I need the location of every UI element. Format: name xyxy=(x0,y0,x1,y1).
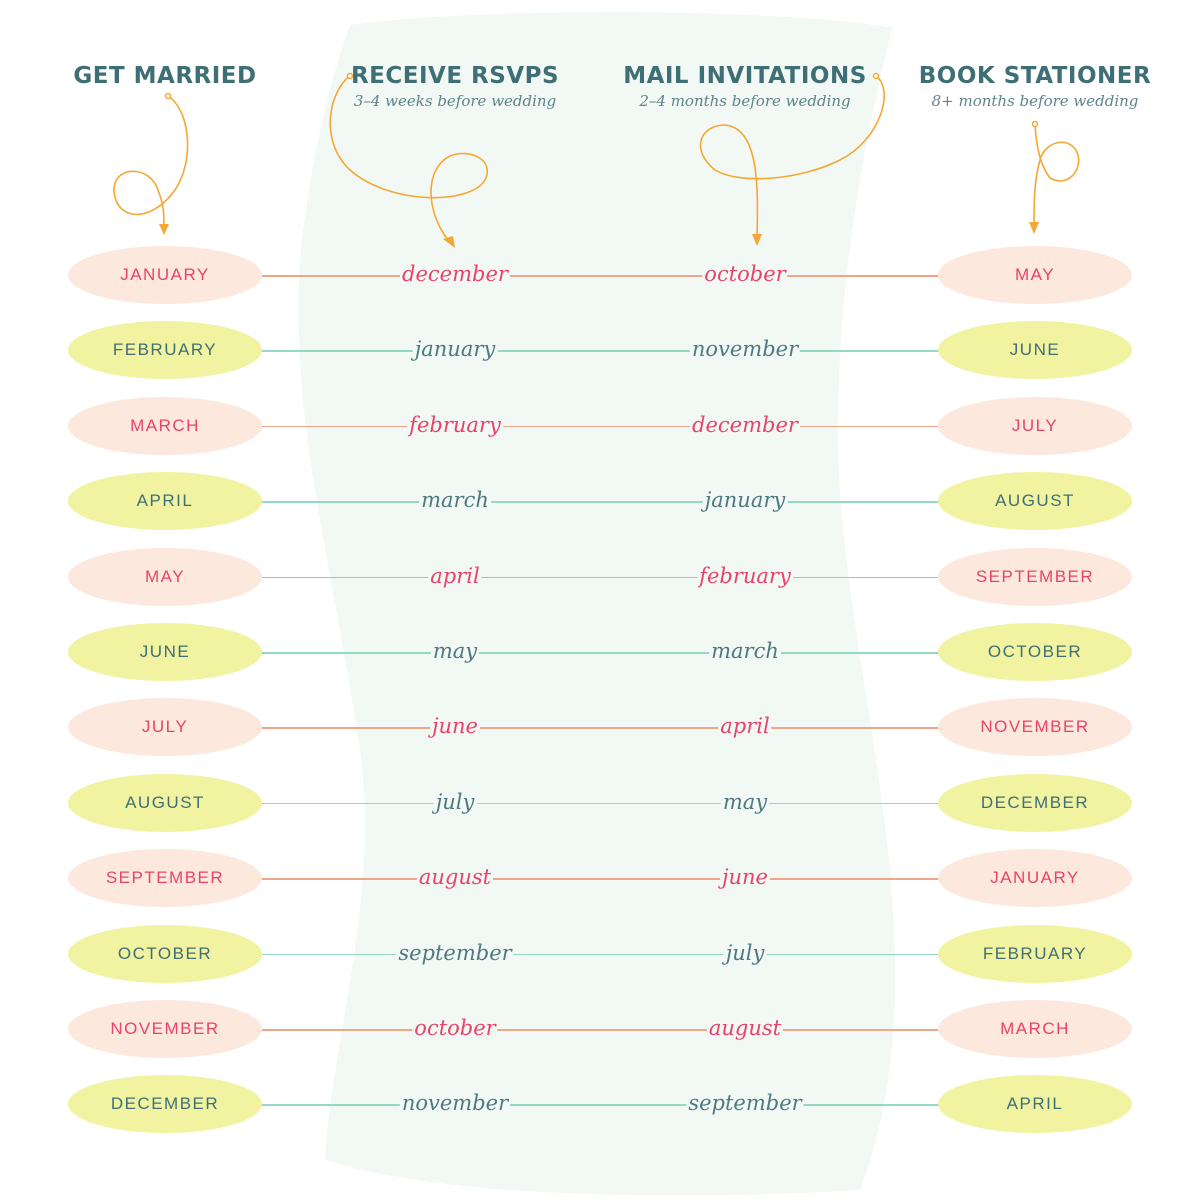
wedding-month: DECEMBER xyxy=(68,1075,262,1134)
header-title: GET MARRIED xyxy=(73,63,257,89)
rsvp-month: may xyxy=(430,637,480,665)
book-month: NOVEMBER xyxy=(938,698,1132,757)
timeline-row: NOVEMBER october august MARCH xyxy=(0,999,1200,1059)
mail-month: january xyxy=(702,486,788,515)
book-month: SEPTEMBER xyxy=(938,547,1132,606)
timeline-row: MAY april february SEPTEMBER xyxy=(0,547,1200,607)
arrow-start-dot xyxy=(1031,120,1039,128)
wedding-month: MAY xyxy=(68,547,262,606)
rsvp-month: july xyxy=(433,787,477,816)
connector-line xyxy=(228,350,972,352)
mail-month: february xyxy=(697,561,793,590)
header-book-stationer: BOOK STATIONER 8+ months before wedding xyxy=(885,61,1185,111)
timeline-row: JUNE may march OCTOBER xyxy=(0,622,1200,682)
arrowhead-icon xyxy=(443,236,455,248)
wedding-month: NOVEMBER xyxy=(68,1000,262,1058)
connector-line xyxy=(228,425,972,428)
wedding-month: MARCH xyxy=(68,396,262,455)
connector-line xyxy=(228,1029,972,1031)
rsvp-month: october xyxy=(412,1014,498,1042)
header-subtitle: 3–4 weeks before wedding xyxy=(353,92,557,110)
rsvp-month: august xyxy=(416,863,494,892)
book-month: JUNE xyxy=(938,321,1132,380)
wedding-month: AUGUST xyxy=(68,773,262,832)
book-month: DECEMBER xyxy=(938,773,1132,832)
rsvp-month: february xyxy=(407,410,503,439)
connector-line xyxy=(228,878,972,880)
curly-arrow-stationer xyxy=(1033,123,1080,226)
curly-arrow-mail xyxy=(699,75,885,239)
wedding-month: OCTOBER xyxy=(68,924,262,983)
header-title: BOOK STATIONER xyxy=(918,63,1152,89)
header-subtitle: 2–4 months before wedding xyxy=(639,92,851,110)
timeline-row: FEBRUARY january november JUNE xyxy=(0,320,1200,380)
curly-arrow-get-married xyxy=(113,95,189,229)
book-month: MARCH xyxy=(938,1000,1132,1058)
arrowhead-icon xyxy=(752,234,762,246)
rsvp-month: june xyxy=(430,712,480,741)
mail-month: august xyxy=(706,1014,784,1042)
timeline-row: SEPTEMBER august june JANUARY xyxy=(0,848,1200,908)
connector-line xyxy=(228,275,972,277)
connector-line xyxy=(228,652,972,654)
rsvp-month: march xyxy=(419,486,491,515)
header-mail-invitations: MAIL INVITATIONS 2–4 months before weddi… xyxy=(595,61,895,111)
wedding-month: SEPTEMBER xyxy=(68,849,262,908)
arrow-start-dot xyxy=(346,72,354,80)
timeline-row: OCTOBER september july FEBRUARY xyxy=(0,924,1200,984)
header-subtitle: 8+ months before wedding xyxy=(931,92,1139,110)
connector-line xyxy=(228,576,972,579)
book-month: OCTOBER xyxy=(938,623,1132,681)
connector-line xyxy=(228,501,972,503)
mail-month: july xyxy=(723,938,767,967)
book-month: JULY xyxy=(938,396,1132,455)
wedding-month: JANUARY xyxy=(68,246,262,304)
rsvp-month: november xyxy=(399,1089,511,1118)
wedding-month: FEBRUARY xyxy=(68,321,262,380)
mail-month: june xyxy=(720,863,770,892)
mail-month: december xyxy=(690,410,800,439)
arrow-start-dot xyxy=(164,92,172,100)
background-band xyxy=(298,12,896,1196)
mail-month: may xyxy=(720,787,770,816)
rsvp-month: september xyxy=(396,938,514,967)
connector-line xyxy=(228,727,972,729)
arrowhead-icon xyxy=(159,224,169,235)
connector-line xyxy=(228,802,972,805)
book-month: AUGUST xyxy=(938,472,1132,531)
timeline-row: JANUARY december october MAY xyxy=(0,245,1200,305)
mail-month: march xyxy=(709,637,781,665)
timeline-row: DECEMBER november september APRIL xyxy=(0,1074,1200,1134)
mail-month: september xyxy=(686,1089,804,1118)
wedding-month: JULY xyxy=(68,698,262,757)
connector-line xyxy=(228,1104,972,1106)
book-month: APRIL xyxy=(938,1075,1132,1134)
rsvp-month: january xyxy=(412,335,498,364)
rsvp-month: april xyxy=(428,561,482,590)
book-month: MAY xyxy=(938,246,1132,304)
timeline-row: AUGUST july may DECEMBER xyxy=(0,773,1200,833)
rsvp-month: december xyxy=(400,260,510,288)
curly-arrow-rsvps xyxy=(329,75,488,241)
header-title: MAIL INVITATIONS xyxy=(623,63,867,89)
mail-month: october xyxy=(702,260,788,288)
arrow-start-dot xyxy=(872,72,880,80)
arrowhead-icon xyxy=(1029,222,1039,234)
mail-month: april xyxy=(718,712,772,741)
wedding-month: APRIL xyxy=(68,472,262,531)
book-month: FEBRUARY xyxy=(938,924,1132,983)
book-month: JANUARY xyxy=(938,849,1132,908)
mail-month: november xyxy=(689,335,801,364)
timeline-row: APRIL march january AUGUST xyxy=(0,471,1200,531)
wedding-month: JUNE xyxy=(68,623,262,681)
header-receive-rsvps: RECEIVE RSVPS 3–4 weeks before wedding xyxy=(305,61,605,111)
connector-line xyxy=(228,953,972,956)
timeline-row: MARCH february december JULY xyxy=(0,396,1200,456)
header-get-married: GET MARRIED xyxy=(15,61,315,91)
timeline-row: JULY june april NOVEMBER xyxy=(0,697,1200,757)
header-title: RECEIVE RSVPS xyxy=(350,63,560,89)
